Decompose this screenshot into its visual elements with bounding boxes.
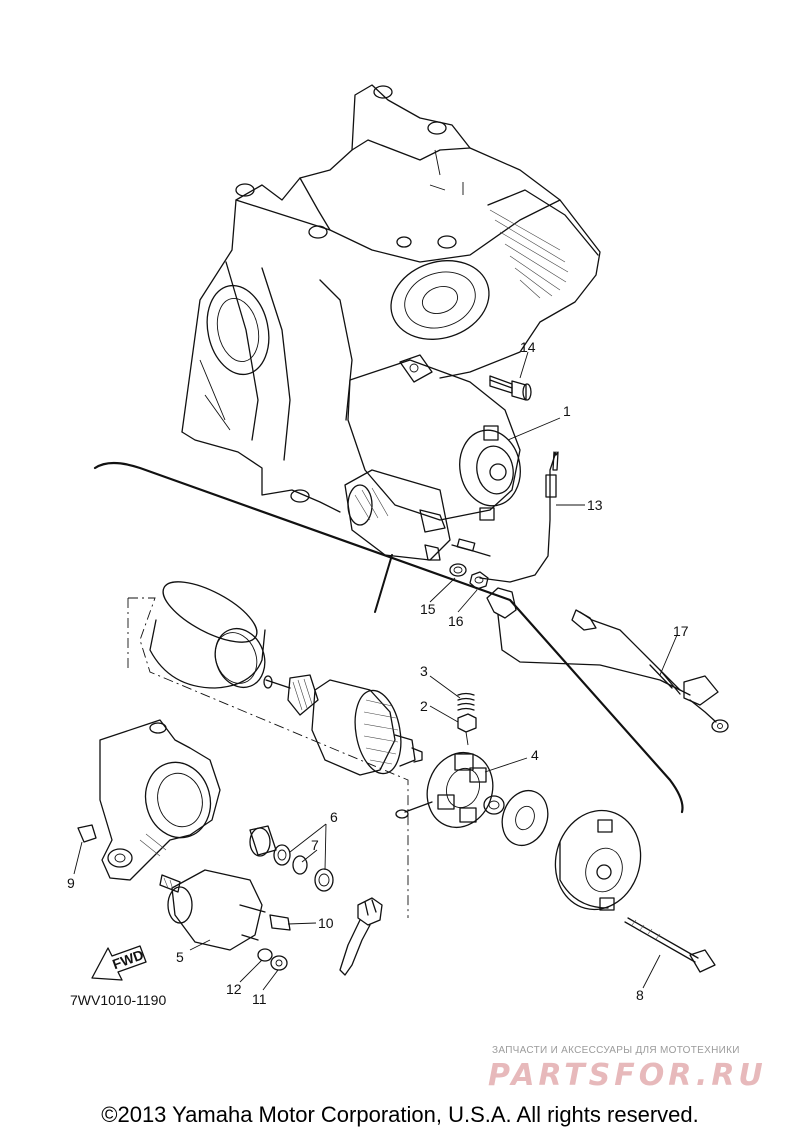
fwd-arrow-icon: FWD <box>91 945 147 981</box>
drive-housing-drawing <box>77 719 221 881</box>
brush-holder-drawing <box>395 752 549 847</box>
starter-motor-assembly-drawing <box>344 354 521 561</box>
cable-17-drawing <box>486 587 729 733</box>
crankcase-drawing <box>181 84 601 513</box>
callout-8: 8 <box>636 987 644 1003</box>
callout-11: 11 <box>252 991 267 1007</box>
shift-lever-drawing <box>339 897 383 976</box>
yoke-housing-drawing <box>149 581 266 689</box>
callout-14: 14 <box>520 339 536 355</box>
callout-6: 6 <box>330 809 338 825</box>
copyright-notice: ©2013 Yamaha Motor Corporation, U.S.A. A… <box>101 1102 699 1127</box>
callout-4: 4 <box>531 747 539 763</box>
end-cover-drawing <box>554 809 716 973</box>
callout-17: 17 <box>673 623 689 639</box>
bolt-14-drawing <box>489 375 532 401</box>
callout-1: 1 <box>563 403 571 419</box>
leader-lines <box>73 351 678 991</box>
callout-13: 13 <box>587 497 603 513</box>
spring-brush-drawing <box>457 692 477 746</box>
armature-drawing <box>263 674 423 776</box>
callout-15: 15 <box>420 601 436 617</box>
callout-9: 9 <box>67 875 75 891</box>
callout-7: 7 <box>311 837 319 853</box>
callout-10: 10 <box>318 915 334 931</box>
part-code: 7WV1010-1190 <box>70 992 167 1008</box>
watermark-logo: PARTSFOR.RU <box>488 1058 767 1093</box>
solenoid-drawing <box>159 869 291 971</box>
callout-labels: 1 2 3 4 5 6 7 8 9 10 11 12 13 14 15 16 1… <box>67 339 689 1007</box>
callout-3: 3 <box>420 663 428 679</box>
bushings-rings-drawing <box>249 825 334 892</box>
callout-12: 12 <box>226 981 242 997</box>
callout-5: 5 <box>176 949 184 965</box>
callout-2: 2 <box>420 698 428 714</box>
callout-16: 16 <box>448 613 464 629</box>
exploded-view-boundary <box>93 461 684 918</box>
watermark-tagline: ЗАПЧАСТИ И АКСЕССУАРЫ ДЛЯ МОТОТЕХНИКИ <box>492 1045 740 1056</box>
lead-wire-13-drawing <box>449 451 559 590</box>
